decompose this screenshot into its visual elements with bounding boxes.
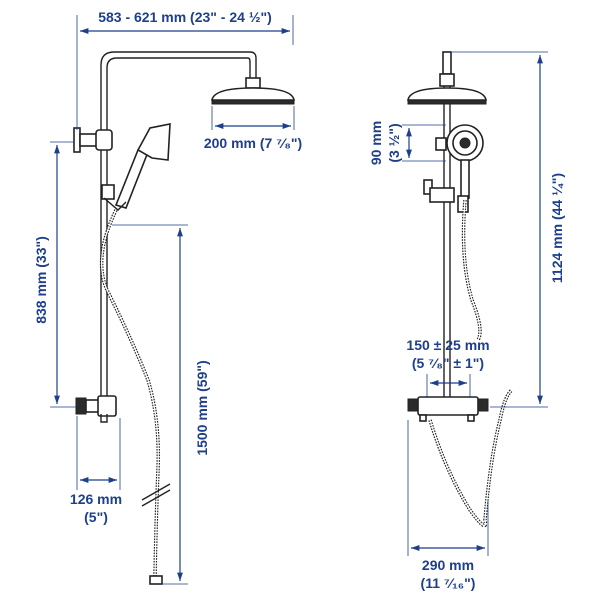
overall-width-label: 583 - 621 mm (23" - 24 ½") [98, 9, 272, 25]
overhead-shower-side [407, 51, 487, 105]
dimension-side-height: 1124 mm (44 ¼") [452, 51, 565, 408]
hand-shower [101, 123, 171, 211]
side-view [407, 51, 514, 528]
mixer-depth-mm-label: 290 mm [422, 557, 474, 573]
handshower-in-label: (3 ½") [386, 123, 402, 162]
total-height-label: 1500 mm (59") [194, 360, 210, 455]
dimension-total-height: 1500 mm (59") [112, 224, 210, 585]
lower-wall-bracket [75, 395, 117, 423]
handshower-mm-label: 90 mm [368, 121, 384, 165]
dimension-head-diameter: 200 mm (7 ⁷⁄₈") [204, 106, 302, 151]
dimension-center-spacing: 150 ± 25 mm (5 ⁷⁄₈" ± 1") [406, 337, 490, 398]
bracket-depth-in-label: (5") [84, 509, 108, 525]
dimension-rail-height: 838 mm (33") [33, 141, 76, 408]
center-spacing-mm-label: 150 ± 25 mm [406, 337, 489, 353]
bracket-depth-mm-label: 126 mm [70, 491, 122, 507]
thermostatic-mixer [407, 396, 489, 422]
upper-wall-bracket [73, 127, 113, 153]
riser-pipe [100, 51, 257, 415]
hand-shower-face [435, 124, 484, 199]
dimension-mixer-depth: 290 mm (11 ⁷⁄₁₆") [407, 420, 489, 591]
front-view [73, 51, 295, 585]
dimension-handshower: 90 mm (3 ½") [368, 121, 446, 165]
shower-hose [99, 209, 161, 578]
rail-height-label: 838 mm (33") [33, 236, 49, 324]
dimension-overall-width: 583 - 621 mm (23" - 24 ½") [76, 9, 294, 130]
side-height-label: 1124 mm (44 ¼") [549, 173, 565, 283]
head-diameter-label: 200 mm (7 ⁷⁄₈") [204, 135, 302, 151]
dimension-bracket-depth: 126 mm (5") [70, 416, 122, 525]
overhead-shower-head [211, 77, 295, 105]
mixer-depth-in-label: (11 ⁷⁄₁₆") [421, 575, 476, 591]
center-spacing-in-label: (5 ⁷⁄₈" ± 1") [412, 355, 484, 371]
